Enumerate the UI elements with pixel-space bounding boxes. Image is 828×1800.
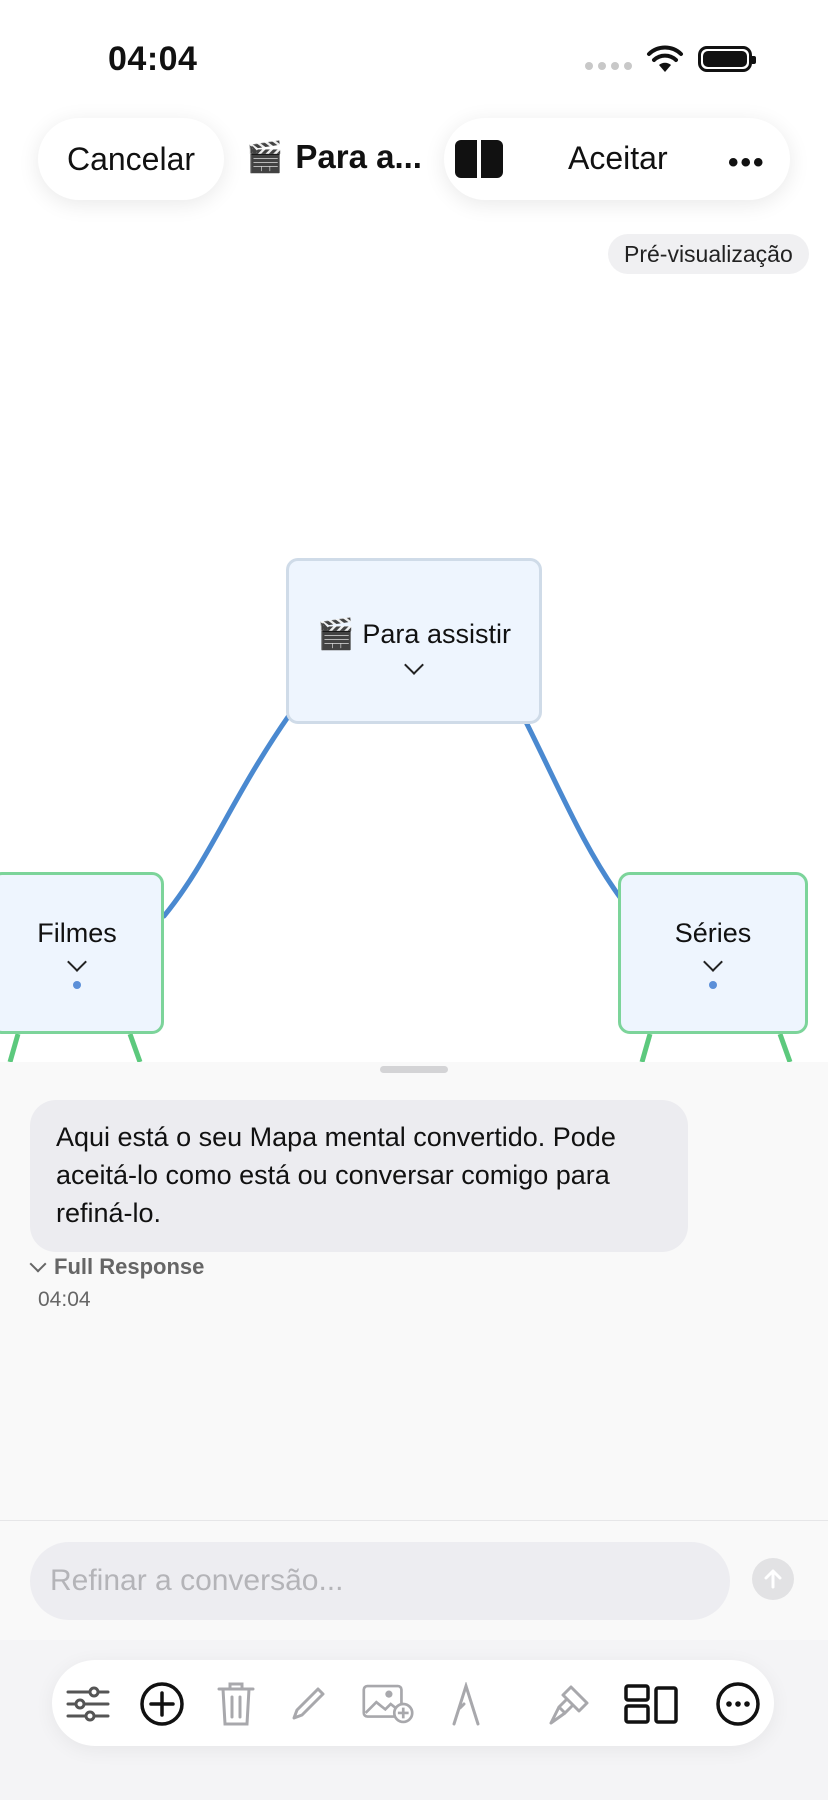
refine-input-placeholder: Refinar a conversão... — [50, 1564, 344, 1597]
node-series-label: Séries — [674, 917, 752, 948]
node-filmes-label: Filmes — [37, 917, 117, 948]
mind-map-canvas[interactable]: 🎬 Para assistir Filmes Séries — [0, 280, 828, 1062]
chevron-down-icon — [29, 1255, 47, 1273]
assistant-message: Aqui está o seu Mapa mental convertido. … — [30, 1100, 688, 1252]
add-circle-icon[interactable] — [136, 1678, 188, 1730]
collapse-chevron-icon[interactable] — [404, 654, 424, 675]
connector-dot — [709, 980, 717, 989]
preview-badge: Pré-visualização — [608, 234, 809, 274]
more-circle-icon[interactable] — [712, 1678, 764, 1730]
divider — [0, 1520, 828, 1521]
action-group: Aceitar — [444, 118, 790, 200]
text-style-icon[interactable] — [440, 1678, 492, 1730]
battery-icon — [698, 46, 756, 72]
mind-map-edges — [7, 711, 793, 1062]
pencil-icon[interactable] — [282, 1678, 334, 1730]
edge-filmes-child-right — [127, 1033, 143, 1062]
clapperboard-icon: 🎬 — [246, 140, 284, 174]
accept-button[interactable]: Aceitar — [568, 140, 668, 176]
layout-icon[interactable] — [622, 1678, 682, 1730]
edge-series-child-left — [639, 1033, 653, 1062]
clapperboard-icon: 🎬 — [317, 617, 355, 651]
title-text: Para a... — [295, 138, 422, 175]
edge-root-filmes — [161, 711, 293, 919]
connector-dot — [73, 980, 81, 989]
collapse-chevron-icon[interactable] — [703, 951, 723, 972]
status-icons — [585, 44, 756, 74]
more-options-icon[interactable] — [728, 146, 766, 180]
send-button[interactable] — [752, 1558, 794, 1600]
bottom-toolbar — [52, 1660, 774, 1746]
paint-brush-icon[interactable] — [544, 1678, 596, 1730]
edge-filmes-child-left — [7, 1033, 21, 1062]
node-series[interactable]: Séries — [618, 872, 808, 1034]
cancel-button[interactable]: Cancelar — [38, 118, 224, 200]
cellular-signal-icon — [585, 62, 632, 70]
arrow-up-icon — [764, 1569, 782, 1589]
full-response-label: Full Response — [54, 1254, 205, 1279]
message-timestamp: 04:04 — [38, 1288, 91, 1311]
collapse-chevron-icon[interactable] — [67, 951, 87, 972]
edge-series-child-right — [777, 1033, 793, 1062]
document-title[interactable]: 🎬 Para a... — [246, 138, 422, 176]
trash-icon[interactable] — [210, 1678, 262, 1730]
node-filmes[interactable]: Filmes — [0, 872, 164, 1034]
node-root-label: Para assistir — [362, 618, 511, 649]
wifi-icon — [647, 45, 683, 72]
sheet-grabber[interactable] — [380, 1066, 448, 1073]
node-root[interactable]: 🎬 Para assistir — [286, 558, 542, 724]
status-time: 04:04 — [108, 40, 198, 78]
status-bar: 04:04 — [0, 0, 828, 110]
refine-input[interactable]: Refinar a conversão... — [30, 1542, 730, 1620]
edge-root-series — [523, 719, 625, 903]
add-image-icon[interactable] — [362, 1678, 414, 1730]
split-view-icon[interactable] — [455, 140, 503, 178]
full-response-toggle[interactable]: Full Response — [29, 1254, 205, 1280]
sliders-icon[interactable] — [62, 1678, 114, 1730]
